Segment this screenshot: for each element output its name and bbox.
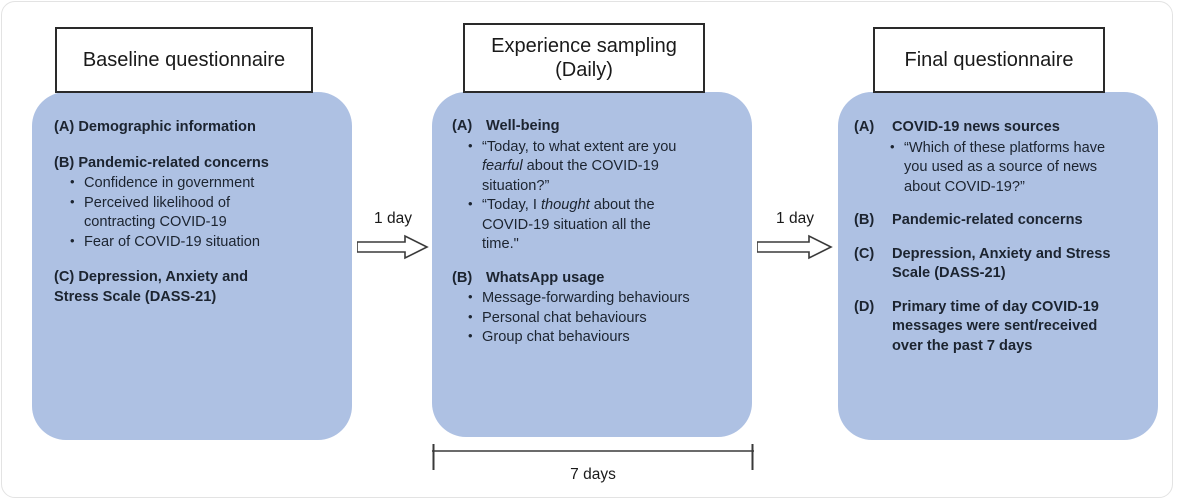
list-item: Message-forwarding behaviours xyxy=(468,288,747,309)
section-d-title: Primary time of day COVID-19 messages we… xyxy=(892,298,1150,357)
list-item: Confidence in government xyxy=(70,173,344,194)
section-b-heading: (B) Pandemic-related concerns xyxy=(54,154,269,171)
right-arrow-icon xyxy=(757,234,833,260)
bullet-text: Personal chat behaviours xyxy=(482,309,647,326)
bullet-text: Group chat behaviours xyxy=(482,329,630,346)
duration-bracket: 7 days xyxy=(432,444,754,496)
section-b-label: (B) xyxy=(854,212,875,229)
arrow-sampling-to-final: 1 day xyxy=(757,210,833,272)
section-a-title: Well-being xyxy=(486,118,560,134)
section-c-title: Depression, Anxiety and Stress Scale (DA… xyxy=(892,245,1150,284)
section-a-title: COVID-19 news sources xyxy=(892,119,1060,135)
list-item: Group chat behaviours xyxy=(468,327,747,348)
bullet-text-line2: you used as a source of news xyxy=(904,159,1098,176)
bullet-text-line3: time." xyxy=(482,236,519,253)
list-item: “Today, to what extent are you fearful a… xyxy=(468,137,747,197)
panel-body-baseline: (A) Demographic information (B) Pandemic… xyxy=(54,118,344,307)
section-c-heading-line1: (C) Depression, Anxiety and xyxy=(54,269,249,286)
section-c-title-line2: Scale (DASS-21) xyxy=(892,265,1006,282)
section-b-heading: (B) WhatsApp usage xyxy=(452,269,747,289)
bullet-text: Confidence in government xyxy=(84,175,255,192)
section-d-title-line2: messages were sent/received xyxy=(892,318,1098,335)
bullet-text: Message-forwarding behaviours xyxy=(482,290,690,307)
section-d-title-line1: Primary time of day COVID-19 xyxy=(892,298,1099,315)
bullet-text-line1: “Which of these platforms have xyxy=(904,139,1106,156)
bullet-text-line3: situation?” xyxy=(482,177,550,194)
section-a-bullets: “Which of these platforms have you used … xyxy=(854,138,1150,198)
bullet-italic-word: fearful xyxy=(482,158,523,175)
section-c-heading-line2: Stress Scale (DASS-21) xyxy=(54,288,217,305)
panel-title-line2: (Daily) xyxy=(555,59,613,81)
bullet-text-line1-pre: “Today, I xyxy=(482,197,537,214)
bullet-text-line2: contracting COVID-19 xyxy=(84,214,227,231)
section-b-bullets: Confidence in government Perceived likel… xyxy=(54,173,344,253)
right-arrow-icon xyxy=(357,234,429,260)
section-b-title: WhatsApp usage xyxy=(486,269,605,286)
panel-body-experience-sampling: (A) Well-being “Today, to what extent ar… xyxy=(452,117,747,348)
section-d-label: (D) xyxy=(854,298,875,315)
section-a-bullets: “Today, to what extent are you fearful a… xyxy=(452,137,747,255)
section-c-label: (C) xyxy=(854,245,875,262)
list-item: Perceived likelihood of contracting COVI… xyxy=(70,193,344,233)
section-a-label: (A) xyxy=(854,119,875,135)
section-c-heading: (C) Depression, Anxiety and Stress Scale… xyxy=(54,268,344,307)
bracket-label-7-days: 7 days xyxy=(570,466,616,483)
list-item: Fear of COVID-19 situation xyxy=(70,232,344,253)
section-c-heading: (C) Depression, Anxiety and Stress Scale… xyxy=(854,245,1150,284)
section-a-heading: (A) Demographic information xyxy=(54,119,256,135)
arrow-label-1-day: 1 day xyxy=(776,210,814,227)
section-b-label: (B) xyxy=(452,269,473,286)
section-b-bullets: Message-forwarding behaviours Personal c… xyxy=(452,288,747,348)
bracket-icon xyxy=(432,444,754,470)
panel-title-experience-sampling: Experience sampling (Daily) xyxy=(463,23,705,93)
section-a-label: (A) xyxy=(452,118,473,134)
section-a-heading: (A) COVID-19 news sources xyxy=(854,118,1150,138)
bullet-text-line1-post: about the xyxy=(593,197,655,214)
section-d-heading: (D) Primary time of day COVID-19 message… xyxy=(854,298,1150,357)
bullet-italic-word: thought xyxy=(540,197,590,214)
list-item: “Which of these platforms have you used … xyxy=(890,138,1150,198)
section-d-title-line3: over the past 7 days xyxy=(892,337,1033,354)
bullet-text-line1: Perceived likelihood of xyxy=(84,194,231,211)
bullet-text-line1: “Today, to what extent are you xyxy=(482,138,677,155)
spacer xyxy=(54,252,344,268)
spacer xyxy=(854,231,1150,245)
section-b-heading: (B) Pandemic-related concerns xyxy=(854,211,1150,231)
spacer xyxy=(452,255,747,269)
bullet-text-line2: COVID-19 situation all the xyxy=(482,216,651,233)
list-item: “Today, I thought about the COVID-19 sit… xyxy=(468,195,747,255)
panel-body-final: (A) COVID-19 news sources “Which of thes… xyxy=(854,118,1150,356)
arrow-baseline-to-sampling: 1 day xyxy=(357,210,429,272)
spacer xyxy=(854,197,1150,211)
list-item: Personal chat behaviours xyxy=(468,308,747,329)
bullet-text-line2: about the COVID-19 xyxy=(526,158,659,175)
panel-baseline xyxy=(32,92,352,440)
panel-title-baseline: Baseline questionnaire xyxy=(55,27,313,93)
section-c-title-line1: Depression, Anxiety and Stress xyxy=(892,245,1111,262)
bullet-text: Fear of COVID-19 situation xyxy=(84,233,261,250)
panel-title-line1: Experience sampling xyxy=(491,34,677,57)
panel-title-final: Final questionnaire xyxy=(873,27,1105,93)
spacer xyxy=(54,138,344,154)
section-b-title: Pandemic-related concerns xyxy=(892,212,1083,229)
spacer xyxy=(854,284,1150,298)
section-a-heading: (A) Well-being xyxy=(452,117,747,137)
bullet-text-line3: about COVID-19?” xyxy=(904,178,1025,195)
arrow-label-1-day: 1 day xyxy=(374,210,412,227)
